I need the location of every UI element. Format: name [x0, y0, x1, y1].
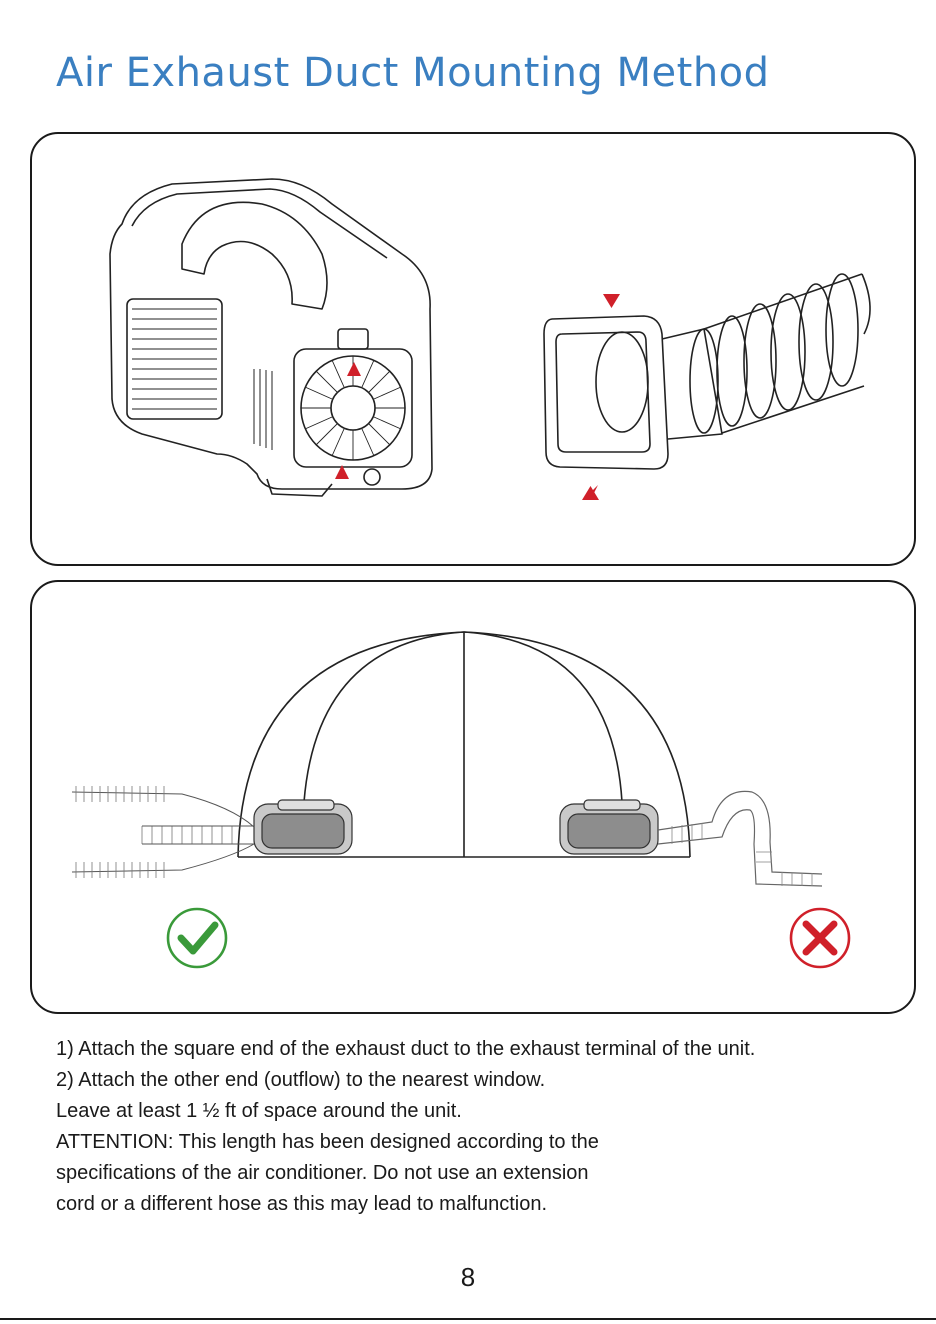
- duct-bent-drawing: [657, 790, 823, 887]
- clearance-arc-inner-left: [303, 631, 465, 803]
- attention-line-2: specifications of the air conditioner. D…: [56, 1162, 589, 1184]
- exhaust-duct-drawing: [543, 273, 871, 470]
- attention-line-1: ATTENTION: This length has been designed…: [56, 1131, 599, 1153]
- installation-comparison-illustration: [71, 631, 851, 969]
- duct-attachment-illustration: [109, 178, 871, 500]
- page-number: 8: [460, 1262, 476, 1292]
- unit-correct-drawing: [253, 799, 353, 855]
- duct-attachment-figure-panel: [30, 132, 916, 566]
- air-conditioner-unit-drawing: [109, 178, 433, 497]
- duct-straight-drawing: [71, 786, 255, 878]
- page-title: Air Exhaust Duct Mounting Method: [56, 50, 770, 96]
- unit-incorrect-drawing: [559, 799, 659, 855]
- x-circle-icon: [789, 907, 851, 969]
- instruction-step-1: 1) Attach the square end of the exhaust …: [56, 1038, 756, 1060]
- check-circle-icon: [166, 907, 228, 969]
- instructions-text: 1) Attach the square end of the exhaust …: [56, 1034, 896, 1220]
- installation-comparison-panel: [30, 580, 916, 1014]
- instruction-step-2: 2) Attach the other end (outflow) to the…: [56, 1069, 546, 1091]
- clearance-arc-inner-right: [463, 631, 623, 803]
- alignment-markers: [335, 294, 620, 500]
- instruction-clearance: Leave at least 1 ½ ft of space around th…: [56, 1100, 462, 1122]
- bottom-rule: [0, 1318, 936, 1320]
- attention-line-3: cord or a different hose as this may lea…: [56, 1193, 548, 1215]
